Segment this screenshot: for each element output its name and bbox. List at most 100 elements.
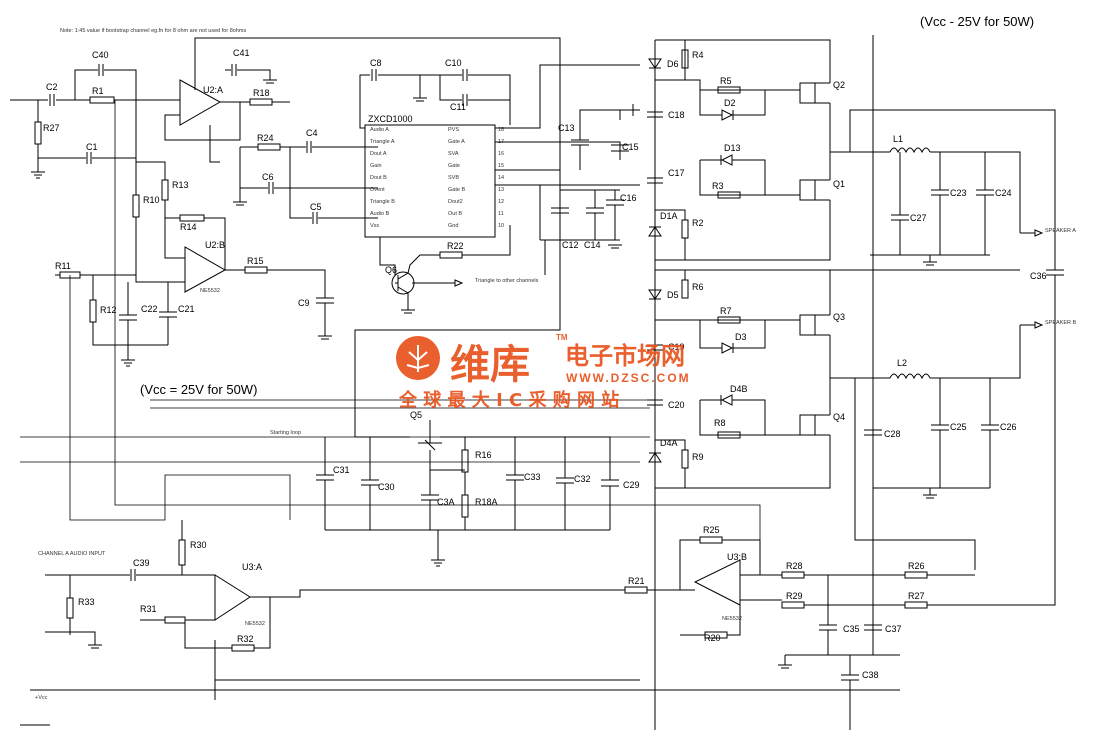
plus-vcc-label: +Vcc (35, 695, 48, 701)
r1-label: R1 (92, 86, 104, 96)
c5-label: C5 (310, 202, 322, 212)
d4b-label: D4B (730, 384, 748, 394)
zxcd-right-pin: Gate B (448, 187, 465, 193)
speaker-b-label: SPEAKER B (1045, 320, 1077, 326)
r26-label: R26 (908, 561, 925, 571)
u2b-opamp: U2:B NE5532 R15 C9 R14 R13 R10 R11 R12 C… (55, 158, 334, 367)
zxcd-left-pin: Dout B (370, 175, 387, 181)
c33-label: C33 (524, 472, 541, 482)
zxcd-right-pin: PVS (448, 127, 459, 133)
channel-a-input-label: CHANNEL A AUDIO INPUT (38, 551, 106, 557)
c28-label: C28 (884, 429, 901, 439)
c24-label: C24 (995, 188, 1012, 198)
c27-label: C27 (910, 213, 927, 223)
zxcd-right-pin: Gate A (448, 139, 465, 145)
c39-label: C39 (133, 558, 150, 568)
r11-label: R11 (55, 261, 71, 271)
regulator-stage: C31 C30 Q5 C3A R16 R18A C33 C32 C29 (270, 410, 640, 567)
r25-label: R25 (703, 525, 720, 535)
c21-label: C21 (178, 304, 195, 314)
c3a-label: C3A (437, 497, 455, 507)
r18-label: R18 (253, 88, 270, 98)
r16-label: R16 (475, 450, 492, 460)
dzsc-watermark: 维库 TM 电子市场网 WWW.DZSC.COM 全 球 最 大 I C 采 购… (396, 333, 691, 411)
c19-label: C19 (668, 342, 685, 352)
speaker-a-label: SPEAKER A (1045, 228, 1076, 234)
r24-label: R24 (257, 133, 274, 143)
c2-label: C2 (46, 82, 58, 92)
r21-label: R21 (628, 576, 645, 586)
r13-label: R13 (172, 180, 189, 190)
zxcd-left-pin: Audio A (370, 127, 389, 133)
zxcd-right-pin: Dout2 (448, 199, 463, 205)
vcc-mid-label: (Vcc = 25V for 50W) (140, 382, 257, 397)
d5-label: D5 (667, 290, 679, 300)
r27b-label: R27 (908, 591, 925, 601)
d4a-label: D4A (660, 438, 678, 448)
zxcd-left-pin: Dout A (370, 151, 387, 157)
watermark-slogan: 全 球 最 大 I C 采 购 网 站 (398, 389, 619, 411)
zxcd-right-pin-number: 13 (498, 187, 504, 193)
d2-label: D2 (724, 98, 736, 108)
r32-label: R32 (237, 634, 254, 644)
zxcd-right-pin-number: 18 (498, 127, 504, 133)
note-text: Note: 1:45 value if bootstrap channel eg… (60, 28, 246, 34)
c37-label: C37 (885, 624, 902, 634)
output-stage-a: D6 R4 C18 R5 D2 Q2 C17 D13 R3 Q1 (647, 39, 1076, 606)
zxcd-right-pin-number: 12 (498, 199, 504, 205)
zxcd-right-pin: Out B (448, 211, 462, 217)
r4-label: R4 (692, 50, 704, 60)
zxcd-right-pin-number: 10 (498, 223, 504, 229)
zxcd-left-pin: Gain (370, 163, 382, 169)
zxcd-right-pin: SVB (448, 175, 459, 181)
zxcd-left-pin: Audio B (370, 211, 390, 217)
r6-label: R6 (692, 282, 704, 292)
u2b-part: NE5532 (200, 288, 220, 294)
c35-label: C35 (843, 624, 860, 634)
u3b-label: U3:B (727, 552, 747, 562)
r5-label: R5 (720, 76, 732, 86)
r30-label: R30 (190, 540, 207, 550)
c31-label: C31 (333, 465, 350, 475)
c41-label: C41 (233, 48, 250, 58)
r22-label: R22 (447, 241, 464, 251)
u2a-label: U2:A (203, 85, 223, 95)
zxcd-right-pin: SVA (448, 151, 459, 157)
r27-label: R27 (43, 123, 60, 133)
zxcd-right-pin-number: 11 (498, 211, 504, 217)
watermark-cn-main: 维库 (450, 342, 530, 388)
c36-label: C36 (1030, 271, 1047, 281)
r8-label: R8 (714, 418, 726, 428)
zxcd-right-pin-number: 15 (498, 163, 504, 169)
c8-label: C8 (370, 58, 382, 68)
c25-label: C25 (950, 422, 967, 432)
c14-label: C14 (584, 240, 601, 250)
q1-label: Q1 (833, 179, 845, 189)
c18-label: C18 (668, 110, 685, 120)
c10-label: C10 (445, 58, 462, 68)
triangle-note: Triangle to other channels (475, 278, 539, 284)
zxcd-right-pin-number: 16 (498, 151, 504, 157)
r33-label: R33 (78, 597, 95, 607)
bus-lines: +Vcc (20, 35, 900, 730)
d1a-label: D1A (660, 211, 678, 221)
r14-label: R14 (180, 222, 197, 232)
r29-label: R29 (786, 591, 803, 601)
c22-label: C22 (141, 304, 158, 314)
r28-label: R28 (786, 561, 803, 571)
output-stage-b: D5 R6 R7 D3 Q3 C19 C20 D4B R8 Q4 (647, 269, 1077, 570)
c17-label: C17 (668, 168, 685, 178)
d3-label: D3 (735, 332, 747, 342)
c23-label: C23 (950, 188, 967, 198)
c38-label: C38 (862, 670, 879, 680)
r12-label: R12 (100, 305, 117, 315)
c6-label: C6 (262, 172, 274, 182)
u2b-label: U2:B (205, 240, 225, 250)
r20-label: R20 (704, 633, 721, 643)
c9-label: C9 (298, 298, 310, 308)
watermark-url: WWW.DZSC.COM (566, 371, 691, 385)
c32-label: C32 (574, 474, 591, 484)
zxcd-right-pin-number: 14 (498, 175, 504, 181)
c40-label: C40 (92, 50, 109, 60)
